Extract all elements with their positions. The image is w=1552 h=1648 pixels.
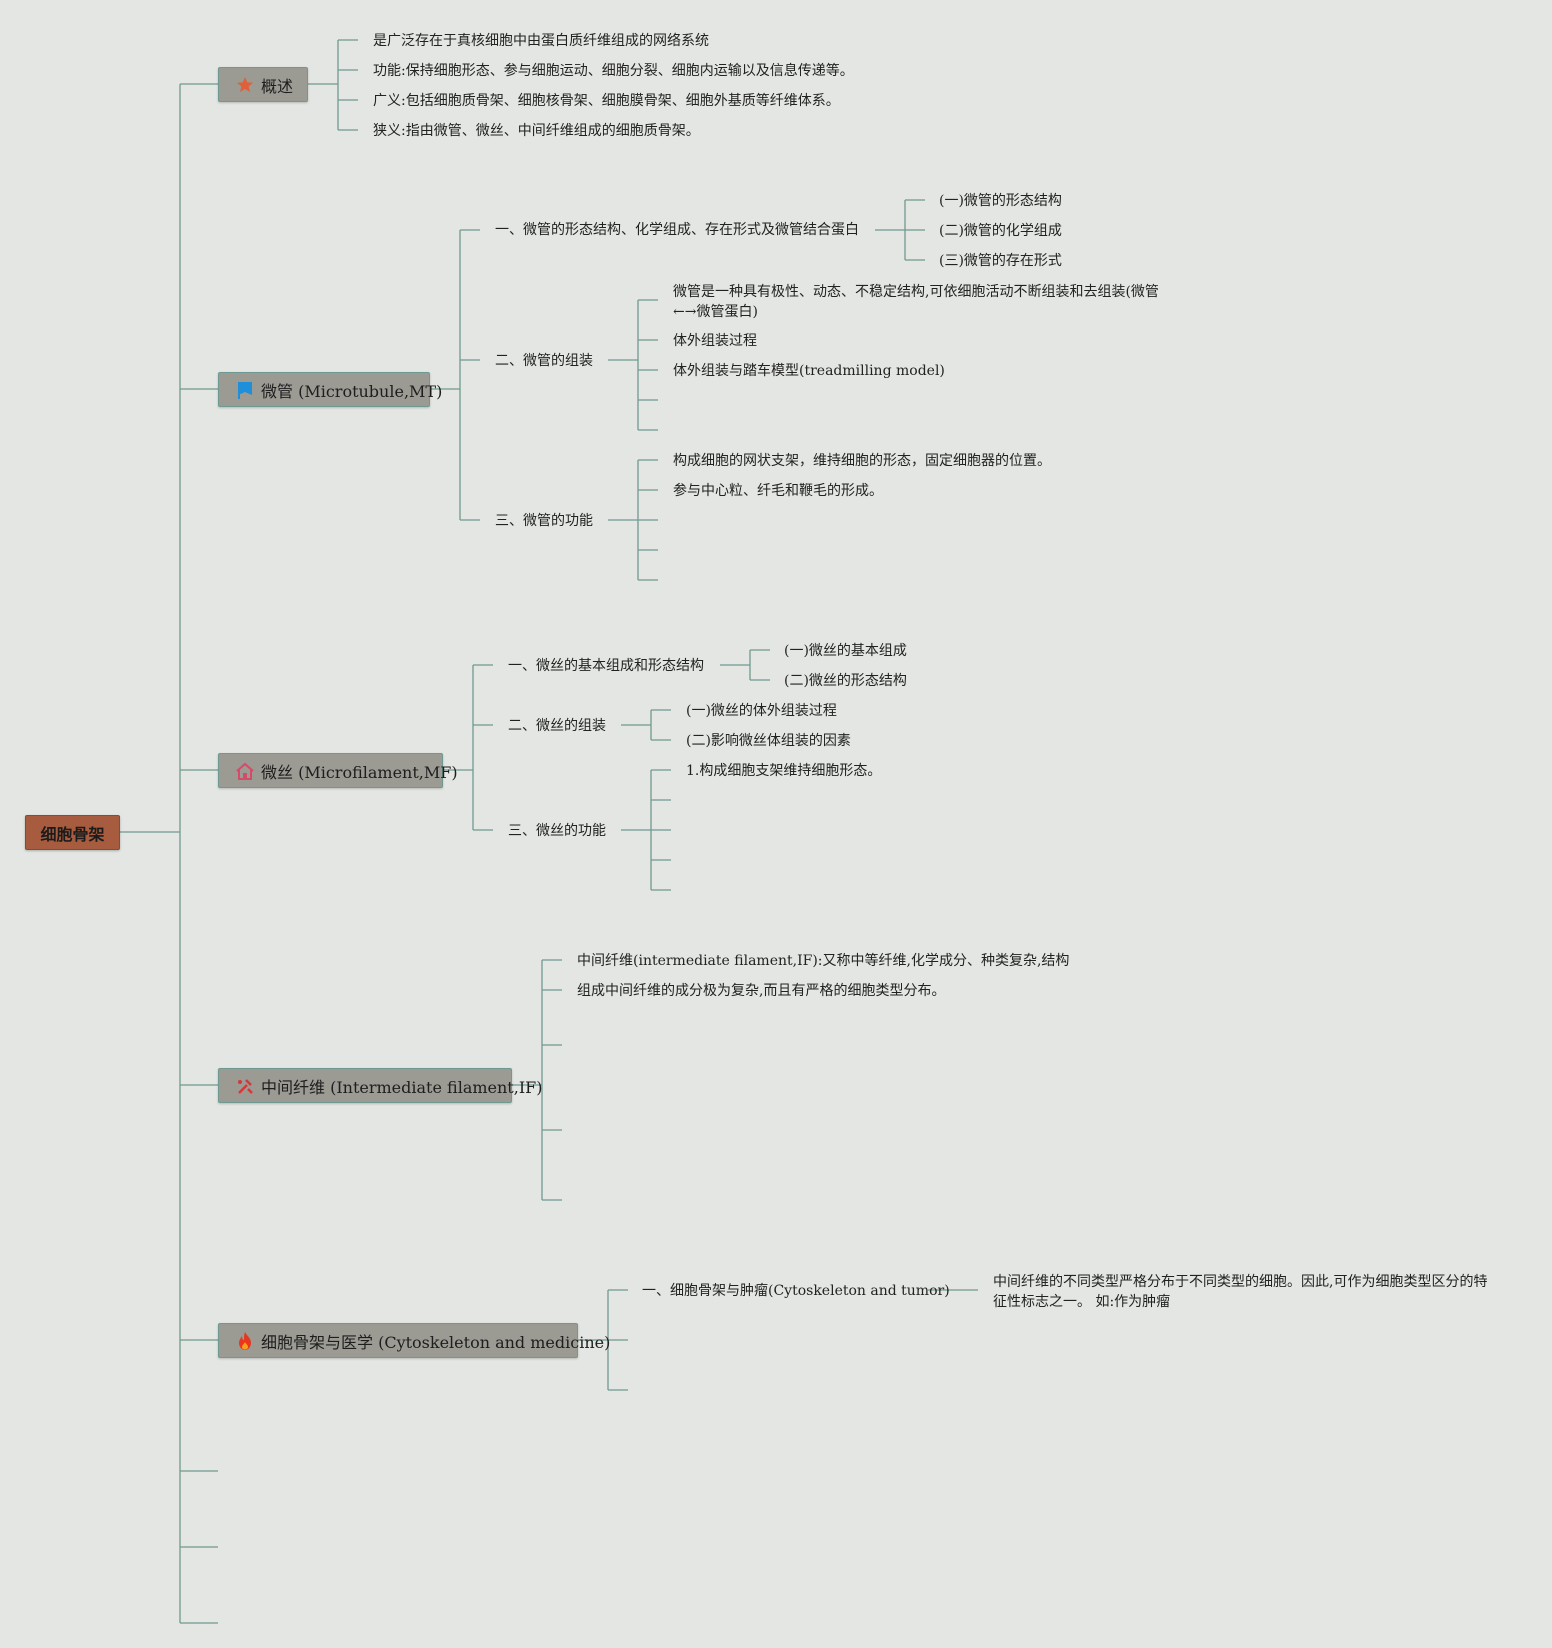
topic-intermediate-filament-label: 中间纤维 (Intermediate filament,IF) — [261, 1077, 543, 1097]
if-item-1[interactable]: 中间纤维(intermediate filament,IF):又称中等纤维,化学… — [577, 953, 1070, 969]
mt-2-item-3[interactable]: 体外组装与踏车模型(treadmilling model) — [673, 363, 945, 379]
mf-1-item-2[interactable]: (二)微丝的形态结构 — [784, 673, 907, 689]
root-topic[interactable]: 细胞骨架 — [25, 815, 120, 850]
mf-subtopic-3[interactable]: 三、微丝的功能 — [508, 823, 606, 839]
topic-microtubule[interactable]: 微管 (Microtubule,MT) — [218, 372, 442, 407]
med-subtopic-1[interactable]: 一、细胞骨架与肿瘤(Cytoskeleton and tumor) — [642, 1283, 950, 1299]
mf-2-item-1[interactable]: (一)微丝的体外组装过程 — [686, 703, 837, 719]
mt-1-item-3[interactable]: (三)微管的存在形式 — [939, 253, 1062, 269]
mt-1-item-1[interactable]: (一)微管的形态结构 — [939, 193, 1062, 209]
topic-intermediate-filament[interactable]: 中间纤维 (Intermediate filament,IF) — [218, 1068, 542, 1103]
root-topic-label: 细胞骨架 — [40, 824, 105, 844]
topic-microtubule-label: 微管 (Microtubule,MT) — [261, 381, 443, 401]
topic-medicine-label: 细胞骨架与医学 (Cytoskeleton and medicine) — [261, 1332, 611, 1352]
topic-overview-label: 概述 — [261, 76, 294, 96]
if-item-2[interactable]: 组成中间纤维的成分极为复杂,而且有严格的细胞类型分布。 — [577, 983, 946, 999]
topic-overview[interactable]: 概述 — [218, 67, 308, 102]
overview-item-2[interactable]: 功能:保持细胞形态、参与细胞运动、细胞分裂、细胞内运输以及信息传递等。 — [373, 63, 854, 79]
overview-item-1[interactable]: 是广泛存在于真核细胞中由蛋白质纤维组成的网络系统 — [373, 33, 709, 49]
mt-subtopic-2[interactable]: 二、微管的组装 — [495, 353, 593, 369]
fire-icon — [235, 1331, 255, 1351]
mf-subtopic-1[interactable]: 一、微丝的基本组成和形态结构 — [508, 658, 704, 674]
mt-2-item-2[interactable]: 体外组装过程 — [673, 333, 757, 349]
mt-3-item-1[interactable]: 构成细胞的网状支架，维持细胞的形态，固定细胞器的位置。 — [673, 453, 1051, 469]
mt-3-item-2[interactable]: 参与中心粒、纤毛和鞭毛的形成。 — [673, 483, 883, 499]
overview-item-4[interactable]: 狭义:指由微管、微丝、中间纤维组成的细胞质骨架。 — [373, 123, 700, 139]
topic-microfilament-label: 微丝 (Microfilament,MF) — [261, 762, 458, 782]
topic-microfilament[interactable]: 微丝 (Microfilament,MF) — [218, 753, 458, 788]
topic-medicine[interactable]: 细胞骨架与医学 (Cytoskeleton and medicine) — [218, 1323, 610, 1358]
mf-2-item-2[interactable]: (二)影响微丝体组装的因素 — [686, 733, 851, 749]
mt-subtopic-1[interactable]: 一、微管的形态结构、化学组成、存在形式及微管结合蛋白 — [495, 222, 859, 238]
home-icon — [235, 761, 255, 781]
med-1-item-1[interactable]: 中间纤维的不同类型严格分布于不同类型的细胞。因此,可作为细胞类型区分的特征性标志… — [993, 1274, 1488, 1310]
mt-subtopic-3[interactable]: 三、微管的功能 — [495, 513, 593, 529]
star-icon — [235, 75, 255, 95]
flag-icon — [235, 380, 255, 400]
mf-3-item-1[interactable]: 1.构成细胞支架维持细胞形态。 — [686, 763, 882, 779]
mf-1-item-1[interactable]: (一)微丝的基本组成 — [784, 643, 907, 659]
mt-1-item-2[interactable]: (二)微管的化学组成 — [939, 223, 1062, 239]
tools-icon — [235, 1076, 255, 1096]
mt-2-item-1[interactable]: 微管是一种具有极性、动态、不稳定结构,可依细胞活动不断组装和去组装(微管←→微管… — [673, 284, 1159, 320]
mf-subtopic-2[interactable]: 二、微丝的组装 — [508, 718, 606, 734]
overview-item-3[interactable]: 广义:包括细胞质骨架、细胞核骨架、细胞膜骨架、细胞外基质等纤维体系。 — [373, 93, 840, 109]
